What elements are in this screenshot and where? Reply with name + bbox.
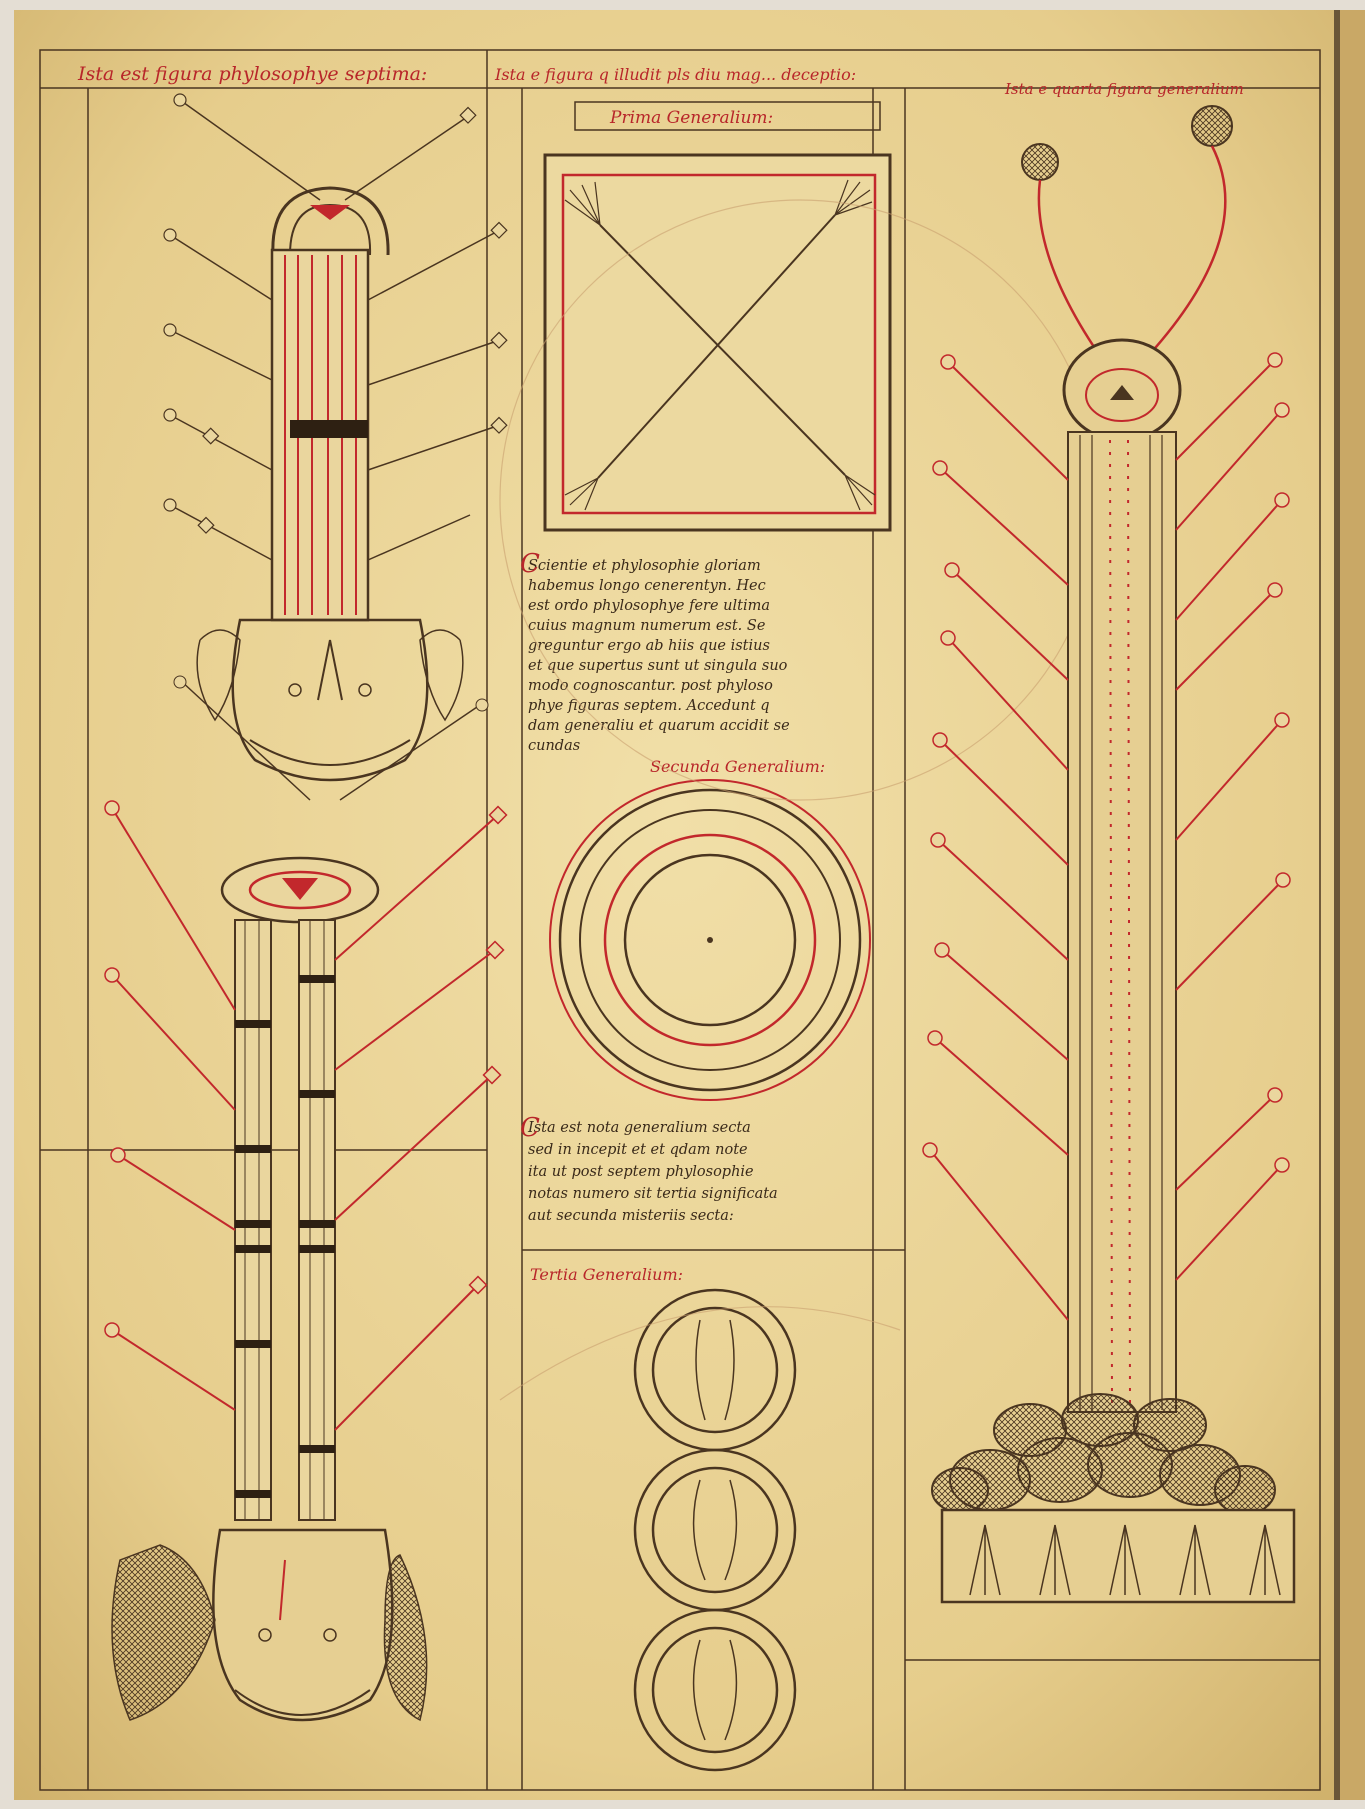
crossed-square-figure xyxy=(543,153,892,532)
heading-middle: Ista e figura q illudit pls diu mag... d… xyxy=(494,65,856,84)
tree-base-figure xyxy=(931,1393,1296,1604)
text-block-2: Ista est nota generalium secta sed in in… xyxy=(520,1113,782,1224)
svg-text:Ista est nota generalium secta: Ista est nota generalium secta sed in in… xyxy=(527,1120,782,1224)
label-tertia: Tertia Generalium: xyxy=(530,1265,683,1284)
heading-left: Ista est figura phylosophye septima: xyxy=(77,63,427,85)
great-tree-figure xyxy=(922,105,1291,1413)
upper-tree-figure xyxy=(163,93,508,622)
text-block-1: Scientie et phylosophie gloriam habemus … xyxy=(520,549,794,754)
svg-text:C: C xyxy=(520,1113,540,1143)
svg-text:Tertia Generalium:: Tertia Generalium: xyxy=(530,1265,683,1284)
svg-text:Scientie et phylosophie gloria: Scientie et phylosophie gloriam habemus … xyxy=(528,558,794,754)
three-circles-figure xyxy=(633,1288,797,1772)
svg-text:Ista e figura q illudit pls di: Ista e figura q illudit pls diu mag... d… xyxy=(494,65,856,84)
svg-text:Ista est figura phylosophye se: Ista est figura phylosophye septima: xyxy=(77,63,427,85)
svg-text:Ista e quarta figura generaliu: Ista e quarta figura generalium xyxy=(1004,80,1244,98)
heading-right: Ista e quarta figura generalium xyxy=(1004,80,1244,98)
label-prima: Prima Generalium: xyxy=(574,101,881,131)
svg-text:Secunda Generalium:: Secunda Generalium: xyxy=(650,757,825,776)
svg-text:Prima Generalium:: Prima Generalium: xyxy=(609,108,773,128)
svg-text:C: C xyxy=(520,549,540,579)
upper-head-figure xyxy=(173,618,489,801)
lower-head-figure xyxy=(111,1528,428,1722)
label-secunda: Secunda Generalium: xyxy=(650,757,825,776)
concentric-circles-figure xyxy=(549,779,871,1101)
lower-tree-figure xyxy=(104,800,508,1521)
